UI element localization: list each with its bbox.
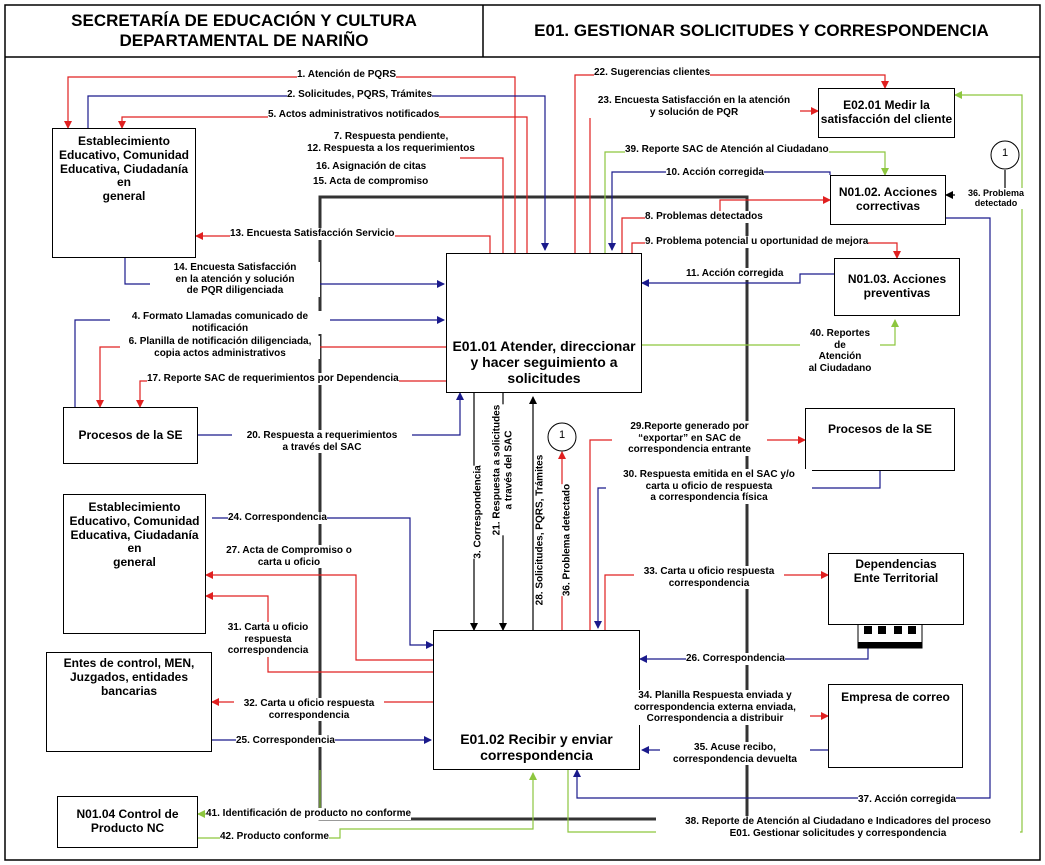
label-39: 39. Reporte SAC de Atención al Ciudadano: [625, 144, 829, 156]
label-32: 32. Carta u oficio respuesta corresponde…: [234, 698, 384, 721]
node-establecimiento-mid: Establecimiento Educativo, Comunidad Edu…: [63, 494, 206, 634]
node-n0102: N01.02. Acciones correctivas: [830, 175, 946, 225]
label-13: 13. Encuesta Satisfacción Servicio: [230, 228, 395, 240]
arrow-40: [642, 319, 899, 346]
label-34: 34. Planilla Respuesta enviada y corresp…: [620, 690, 810, 725]
label-17: 17. Reporte SAC de requerimientos por De…: [147, 373, 399, 385]
connector-1-mid: [547, 422, 577, 452]
connector-1-top: [990, 140, 1020, 170]
node-entes-control-label: Entes de control, MEN, Juzgados, entidad…: [63, 656, 195, 698]
label-14: 14. Encuesta Satisfacción en la atención…: [150, 262, 320, 297]
label-8: 8. Problemas detectados: [645, 211, 763, 223]
arrow-1: [64, 76, 516, 253]
arrow-17: [136, 380, 446, 408]
arrow-7-12: [460, 157, 504, 253]
arrow-14: [124, 258, 445, 288]
node-establecimiento-top-label: Establecimiento Educativo, Comunidad Edu…: [58, 134, 189, 204]
node-dependencias-label: Dependencias Ente Territorial: [853, 557, 939, 585]
label-27: 27. Acta de Compromiso o carta u oficio: [222, 545, 356, 568]
arrow-38: [567, 91, 1023, 833]
label-3: 3. Correspondencia: [472, 465, 484, 559]
connector-1-top-label: 1: [1001, 147, 1009, 159]
label-5: 5. Actos administrativos notificados: [268, 109, 440, 121]
node-procesos-se-right: Procesos de la SE: [805, 408, 955, 471]
label-28: 28. Solicitudes, PQRS, Trámites: [534, 454, 546, 606]
node-empresa-correo-label: Empresa de correo: [841, 690, 950, 704]
label-36-top: 36. Problema detectado: [955, 188, 1037, 209]
label-42: 42. Producto conforme: [220, 831, 329, 843]
arrow-42: [198, 772, 537, 839]
node-e0102: E01.02 Recibir y enviar correspondencia: [433, 630, 640, 770]
label-6: 6. Planilla de notificación diligenciada…: [120, 336, 320, 359]
label-40: 40. Reportes de Atención al Ciudadano: [800, 328, 880, 374]
label-16: 16. Asignación de citas: [316, 161, 427, 173]
label-7-12: 7. Respuesta pendiente, 12. Respuesta a …: [280, 131, 502, 154]
label-21: 21. Respuesta a solicitudes a través del…: [491, 404, 515, 536]
arrow-20: [198, 392, 464, 436]
node-e0201: E02.01 Medir la satisfacción del cliente: [818, 88, 955, 138]
node-e0101-label: E01.01 Atender, direccionar y hacer segu…: [452, 337, 636, 386]
outer-frame: [4, 4, 1041, 861]
header-right-title: E01. GESTIONAR SOLICITUDES Y CORRESPONDE…: [534, 21, 989, 41]
label-4: 4. Formato Llamadas comunicado de notifi…: [110, 311, 330, 334]
node-e0101: E01.01 Atender, direccionar y hacer segu…: [446, 253, 642, 393]
arrow-37: [573, 217, 991, 799]
label-23: 23. Encuesta Satisfacción en la atención…: [588, 95, 800, 118]
label-22: 22. Sugerencias clientes: [594, 67, 711, 79]
node-establecimiento-top: Establecimiento Educativo, Comunidad Edu…: [52, 128, 196, 258]
label-9: 9. Problema potencial u oportunidad de m…: [645, 236, 869, 248]
label-29: 29.Reporte generado por “exportar” en SA…: [612, 421, 767, 456]
label-41: 41. Identificación de producto no confor…: [206, 808, 412, 820]
label-30: 30. Respuesta emitida en el SAC y/o cart…: [606, 469, 812, 504]
node-establecimiento-mid-label: Establecimiento Educativo, Comunidad Edu…: [69, 500, 200, 570]
node-empresa-correo: Empresa de correo: [828, 684, 963, 768]
label-10: 10. Acción corregida: [666, 167, 764, 179]
arrow-22: [574, 74, 889, 253]
label-31: 31. Carta u oficio respuesta corresponde…: [218, 622, 318, 657]
label-15: 15. Acta de compromiso: [313, 176, 429, 188]
label-1: 1. Atención de PQRS: [297, 69, 397, 81]
label-24: 24. Correspondencia: [228, 512, 327, 524]
arrow-6: [96, 346, 446, 408]
label-26: 26. Correspondencia: [686, 653, 785, 665]
label-37: 37. Acción corregida: [858, 794, 956, 806]
label-35: 35. Acuse recibo, correspondencia devuel…: [660, 742, 810, 765]
label-38: 38. Reporte de Atención al Ciudadano e I…: [656, 816, 1020, 839]
label-11: 11. Acción corregida: [686, 268, 784, 280]
node-n0104: N01.04 Control de Producto NC: [57, 796, 198, 848]
node-n0103: N01.03. Acciones preventivas: [834, 258, 960, 316]
node-dependencias: Dependencias Ente Territorial: [828, 553, 964, 625]
node-entes-control: Entes de control, MEN, Juzgados, entidad…: [46, 652, 212, 752]
label-20: 20. Respuesta a requerimientos a través …: [232, 430, 412, 453]
arrow-27: [205, 571, 433, 661]
label-33: 33. Carta u oficio respuesta corresponde…: [634, 566, 784, 589]
arrow-23: [589, 107, 819, 253]
node-e0102-label: E01.02 Recibir y enviar correspondencia: [460, 730, 613, 763]
label-2: 2. Solicitudes, PQRS, Trámites: [287, 89, 433, 101]
label-25: 25. Correspondencia: [236, 735, 335, 747]
arrow-11: [641, 273, 834, 287]
label-36: 36. Problema detectado: [561, 483, 573, 597]
node-procesos-se-left: Procesos de la SE: [63, 407, 198, 464]
header-left-title: SECRETARÍA DE EDUCACIÓN Y CULTURA DEPART…: [71, 11, 417, 50]
connector-1-mid-label: 1: [558, 429, 566, 441]
